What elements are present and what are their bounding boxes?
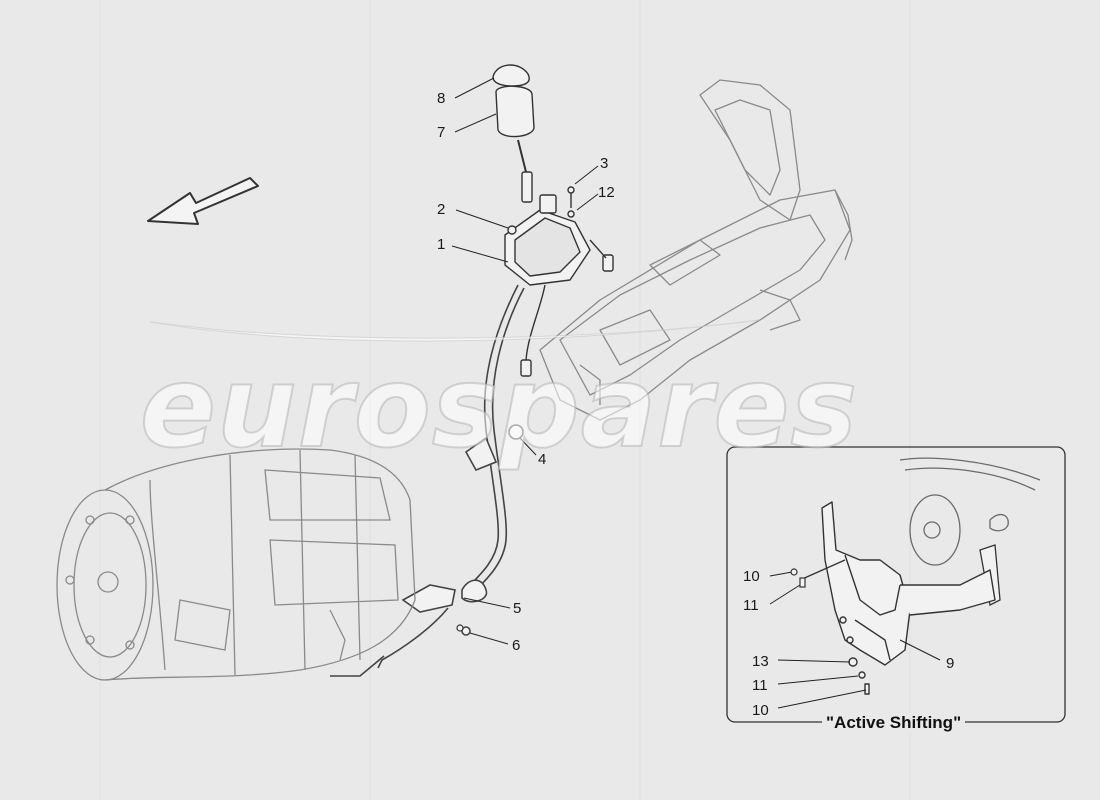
callout-7: 7: [437, 124, 446, 141]
selector-cable: [330, 284, 525, 677]
callout-2: 2: [437, 201, 446, 218]
watermark-text: eurospares: [139, 343, 859, 473]
callout-11-lower: 11: [752, 677, 768, 694]
callout-5: 5: [513, 600, 522, 617]
center-console: [539, 79, 853, 421]
callout-9: 9: [946, 655, 955, 672]
callout-10-lower: 10: [752, 702, 769, 719]
callout-8: 8: [437, 90, 446, 107]
gear-shifter-assembly: [492, 64, 614, 377]
inset-bracket: [799, 501, 996, 695]
callout-1: 1: [437, 236, 446, 253]
inset-small-screws: [790, 568, 806, 588]
shift-knob: [495, 85, 535, 138]
callout-12: 12: [598, 184, 615, 201]
leader-lines: [451, 77, 941, 709]
inset-caption: "Active Shifting": [822, 713, 966, 733]
callout-3: 3: [600, 155, 609, 172]
callout-6: 6: [512, 637, 521, 654]
callout-10-upper: 10: [743, 568, 760, 585]
callout-4: 4: [538, 451, 547, 468]
shift-knob-cap: [492, 64, 530, 87]
fasteners: [456, 624, 464, 632]
callout-11-upper: 11: [743, 597, 759, 614]
transmission: [56, 448, 416, 681]
callout-13: 13: [752, 653, 769, 670]
arrow-down-left-icon: [147, 177, 259, 225]
